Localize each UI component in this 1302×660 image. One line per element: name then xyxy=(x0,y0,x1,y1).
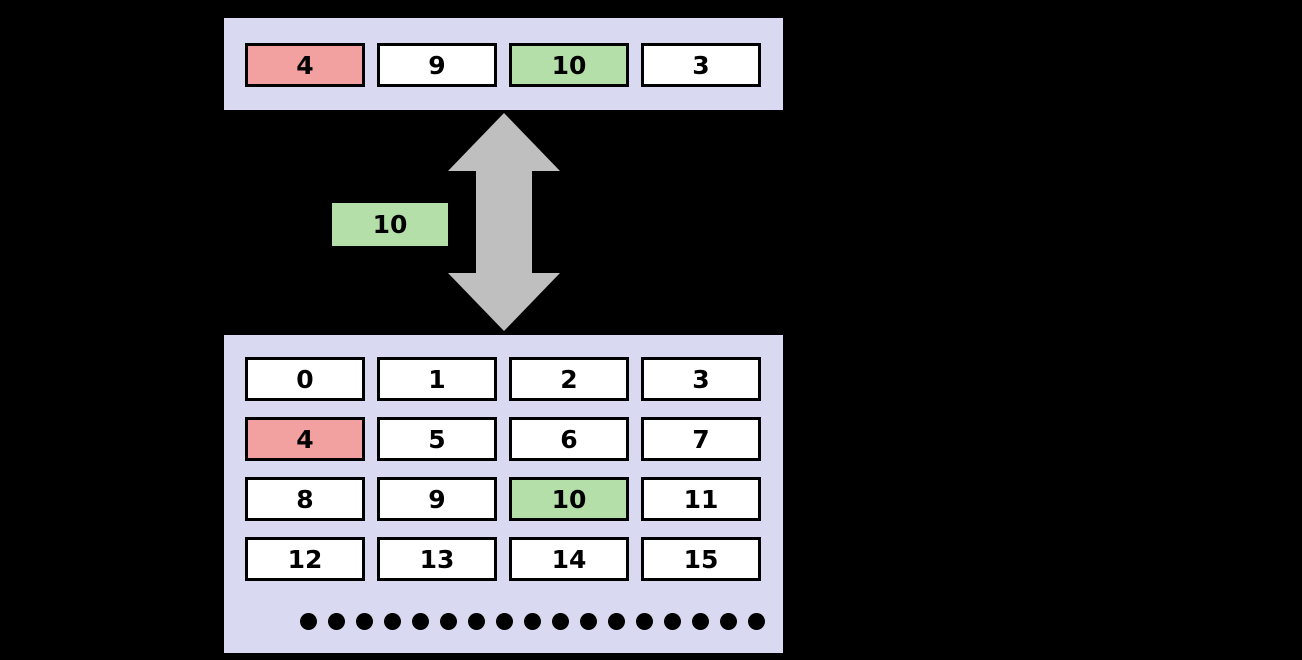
continuation-dot xyxy=(440,612,457,630)
memory-cell: 11 xyxy=(641,477,761,521)
continuation-dot xyxy=(580,612,597,630)
transfer-value-box: 10 xyxy=(332,203,448,246)
continuation-dot xyxy=(524,612,541,630)
cache-cell: 10 xyxy=(509,43,629,87)
continuation-dot xyxy=(608,612,625,630)
memory-continuation-dots xyxy=(300,611,770,631)
continuation-dot xyxy=(300,612,317,630)
continuation-dot xyxy=(748,612,765,630)
continuation-dot xyxy=(384,612,401,630)
memory-cell: 7 xyxy=(641,417,761,461)
memory-cell: 13 xyxy=(377,537,497,581)
memory-cell: 15 xyxy=(641,537,761,581)
continuation-dot xyxy=(496,612,513,630)
continuation-dot xyxy=(720,612,737,630)
continuation-dot xyxy=(412,612,429,630)
memory-cell: 3 xyxy=(641,357,761,401)
memory-cell: 1 xyxy=(377,357,497,401)
continuation-dot xyxy=(468,612,485,630)
continuation-dot xyxy=(328,612,345,630)
memory-cell: 0 xyxy=(245,357,365,401)
memory-cell: 8 xyxy=(245,477,365,521)
memory-cell: 9 xyxy=(377,477,497,521)
cache-cell: 4 xyxy=(245,43,365,87)
continuation-dot xyxy=(356,612,373,630)
continuation-dot xyxy=(636,612,653,630)
cache-cell: 3 xyxy=(641,43,761,87)
memory-cell: 4 xyxy=(245,417,365,461)
memory-cell: 2 xyxy=(509,357,629,401)
memory-cell: 5 xyxy=(377,417,497,461)
continuation-dot xyxy=(552,612,569,630)
continuation-dot xyxy=(692,612,709,630)
cache-cell: 9 xyxy=(377,43,497,87)
continuation-dot xyxy=(664,612,681,630)
memory-cell: 12 xyxy=(245,537,365,581)
memory-cell: 10 xyxy=(509,477,629,521)
memory-cell: 14 xyxy=(509,537,629,581)
double-headed-arrow-icon xyxy=(448,113,560,331)
memory-cell: 6 xyxy=(509,417,629,461)
